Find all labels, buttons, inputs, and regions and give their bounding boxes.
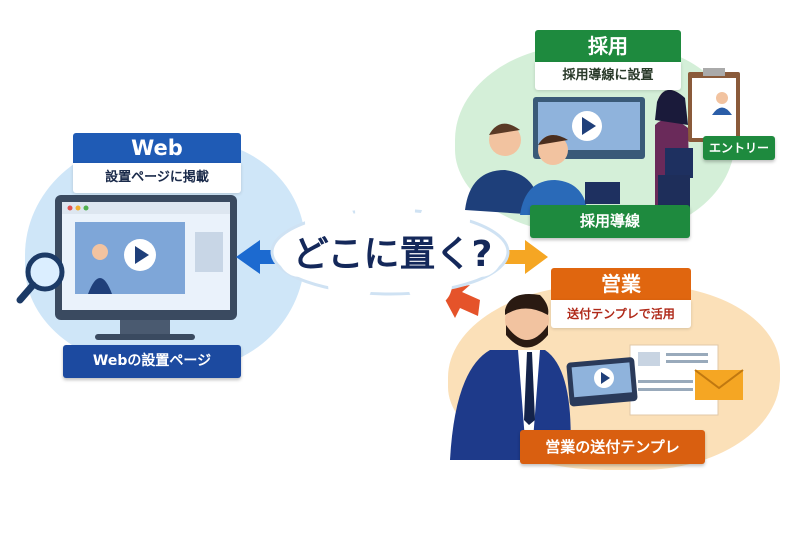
web-title: Web bbox=[73, 133, 241, 163]
recruit-path-label: 採用導線 bbox=[530, 205, 690, 238]
sales-subtitle: 送付テンプレで活用 bbox=[551, 300, 691, 328]
sales-template-label: 営業の送付テンプレ bbox=[520, 430, 705, 464]
center-question: どこに置く? bbox=[292, 234, 493, 275]
entry-button[interactable]: エントリー bbox=[703, 136, 775, 160]
web-page-label: Webの設置ページ bbox=[63, 345, 241, 378]
recruit-subtitle: 採用導線に設置 bbox=[535, 62, 681, 90]
sales-title: 営業 bbox=[551, 268, 691, 300]
web-subtitle: 設置ページに掲載 bbox=[73, 163, 241, 193]
recruit-title: 採用 bbox=[535, 30, 681, 62]
